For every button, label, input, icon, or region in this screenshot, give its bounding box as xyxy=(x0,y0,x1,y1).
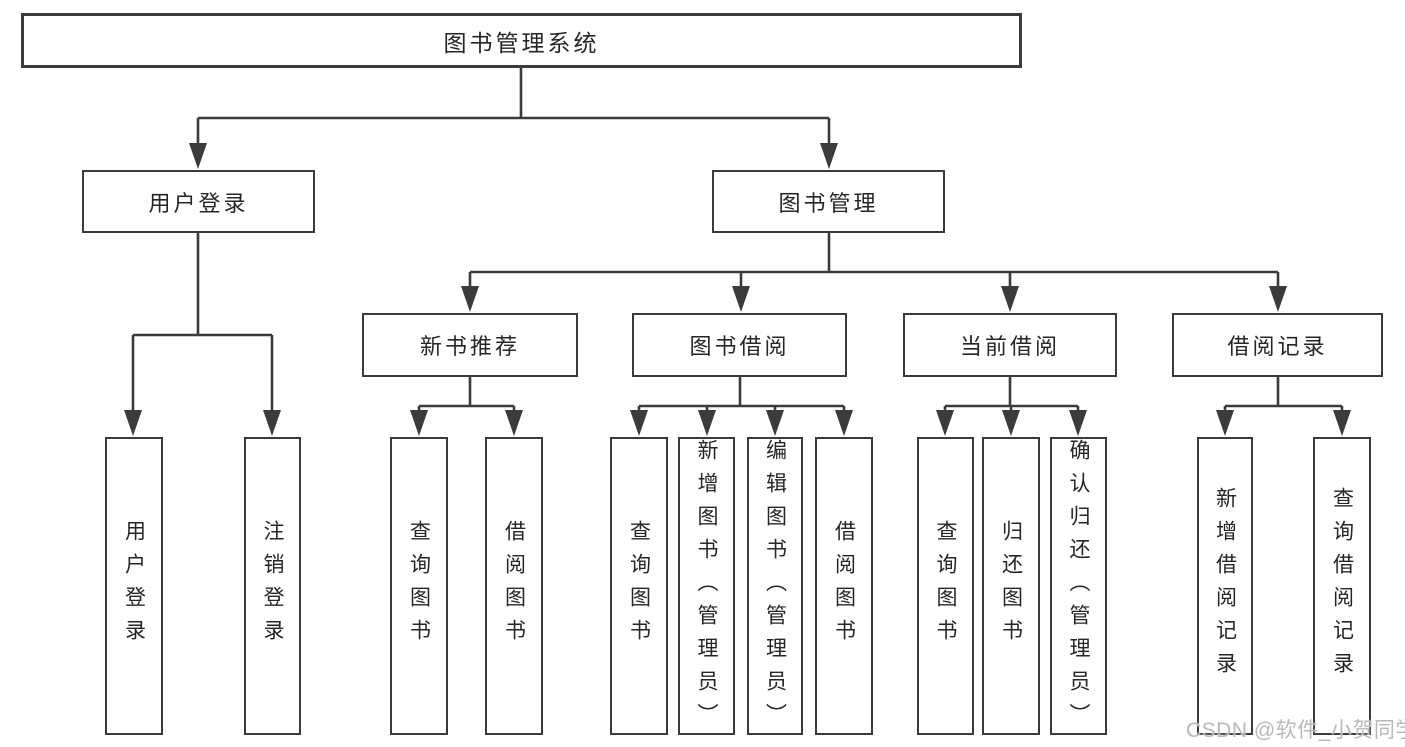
node-return-books: 归还图书 xyxy=(982,437,1040,735)
node-current-borrow: 当前借阅 xyxy=(903,313,1117,377)
node-user-login-leaf: 用户登录 xyxy=(105,437,163,735)
node-add-borrow-record: 新增借阅记录 xyxy=(1197,437,1253,735)
arrowheads xyxy=(124,143,1351,436)
node-borrow-books-recommend: 借阅图书 xyxy=(485,437,543,735)
node-book-borrow: 图书借阅 xyxy=(632,313,847,377)
node-user-login: 用户登录 xyxy=(82,170,315,233)
node-root: 图书管理系统 xyxy=(21,13,1022,68)
node-query-borrow-record: 查询借阅记录 xyxy=(1313,437,1371,735)
node-query-books-recommend: 查询图书 xyxy=(390,437,448,735)
node-edit-books-admin: 编辑图书（管理员） xyxy=(747,437,803,736)
node-borrow-books-leaf: 借阅图书 xyxy=(815,437,873,735)
csdn-watermark: CSDN @软件_小贺同学 xyxy=(1186,719,1405,742)
node-new-book-recommend: 新书推荐 xyxy=(362,313,578,377)
node-add-books-admin: 新增图书（管理员） xyxy=(678,437,735,736)
node-logout-leaf: 注销登录 xyxy=(244,437,301,735)
node-borrow-records: 借阅记录 xyxy=(1172,313,1383,377)
node-book-management: 图书管理 xyxy=(712,170,945,233)
node-confirm-return-admin: 确认归还（管理员） xyxy=(1050,437,1107,736)
node-query-books-current: 查询图书 xyxy=(917,437,974,735)
node-query-books-borrow: 查询图书 xyxy=(610,437,668,735)
